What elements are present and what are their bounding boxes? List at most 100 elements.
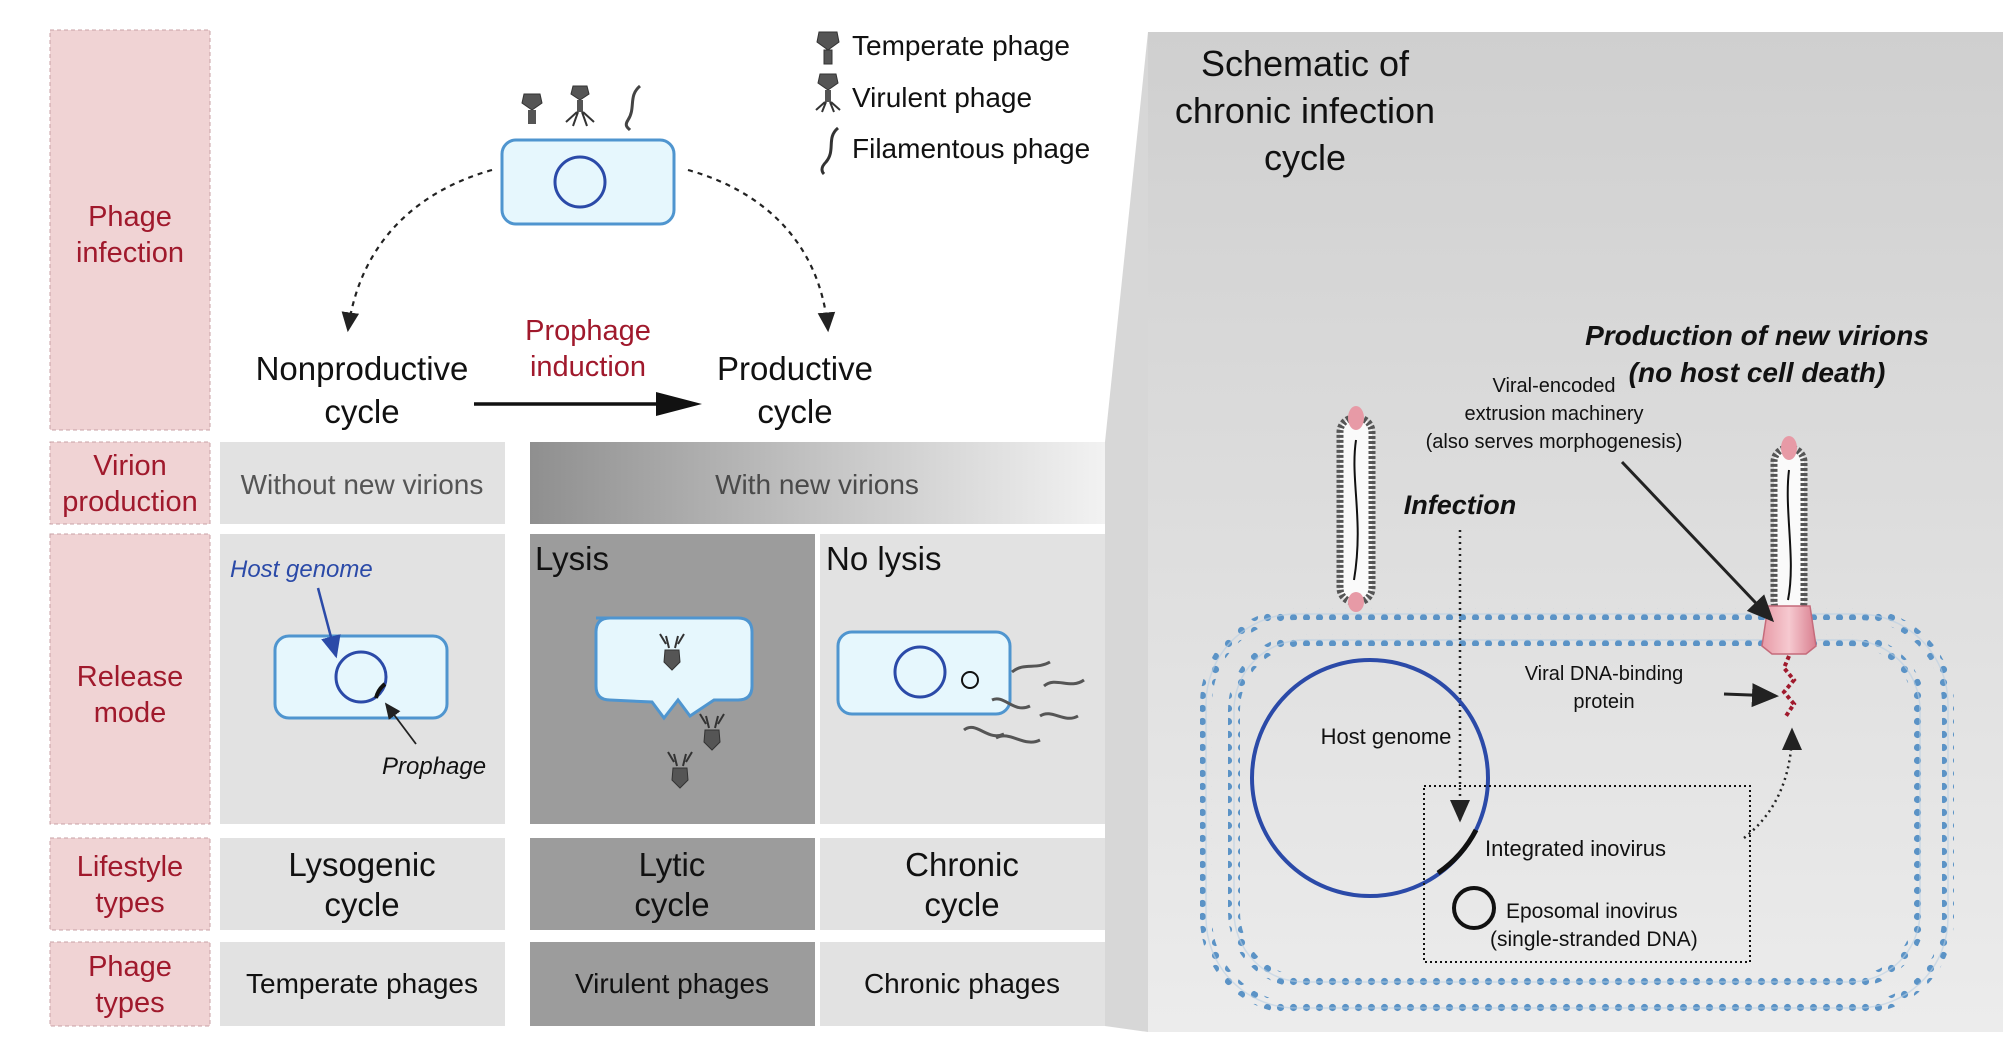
integrated-inovirus-segment xyxy=(1436,828,1479,876)
nonproductive-cycle-label: cycle xyxy=(324,393,399,430)
filamentous-phage-icon xyxy=(820,126,840,176)
row-label-text: Virion xyxy=(93,450,167,482)
schematic-title: chronic infection xyxy=(1175,90,1435,131)
infection-label: Infection xyxy=(1404,490,1517,520)
chronic-cell xyxy=(836,630,1012,716)
extruding-filamentous-phage xyxy=(1761,436,1817,718)
chronic-phages-label: Chronic phages xyxy=(864,968,1060,999)
with-virions-label: With new virions xyxy=(715,469,919,500)
infected-cell xyxy=(500,84,676,226)
schematic-title: cycle xyxy=(1264,137,1346,178)
row-label-text: Phage xyxy=(88,951,172,983)
row-label-text: production xyxy=(62,486,197,518)
host-genome-circle xyxy=(334,650,388,704)
episomal-inovirus-circle xyxy=(1452,886,1496,930)
dna-binding-label: protein xyxy=(1573,691,1634,713)
legend: Temperate phage Virulent phage Filamento… xyxy=(815,30,1090,176)
row-label-text: Lifestyle xyxy=(77,851,183,883)
row-label-text: Phage xyxy=(88,201,172,233)
row-label-lifestyle-types: Lifestyle types xyxy=(49,837,211,931)
filamentous-phage-cluster xyxy=(963,660,1085,744)
row-label-text: types xyxy=(95,887,164,919)
with-virions-cell xyxy=(530,442,1105,524)
lysogenic-label: cycle xyxy=(324,886,399,923)
induction-label: Prophage xyxy=(525,315,651,347)
lytic-lifestyle-cell xyxy=(530,838,815,930)
schematic-panel xyxy=(1148,32,2003,1032)
machinery-label: Viral-encoded xyxy=(1492,375,1615,397)
temperate-phage-icon xyxy=(816,31,840,65)
machinery-label: extrusion machinery xyxy=(1465,403,1644,425)
episomal-inovirus-label: (single-stranded DNA) xyxy=(1490,928,1698,951)
production-label: (no host cell death) xyxy=(1629,357,1886,388)
cell-envelope xyxy=(1200,608,1954,1014)
induction-arrow xyxy=(474,392,702,416)
virulent-phage-icon xyxy=(815,73,841,113)
dna-binding-pointer xyxy=(1723,683,1779,708)
host-genome-pointer xyxy=(316,587,341,659)
temperate-phages-cell xyxy=(220,942,505,1026)
zoom-wedge xyxy=(1105,32,1148,1032)
dna-binding-protein-chain xyxy=(1781,655,1797,718)
productive-cycle-label: cycle xyxy=(757,393,832,430)
chronic-lifestyle-cell xyxy=(820,838,1105,930)
machinery-label: (also serves morphogenesis) xyxy=(1426,431,1683,453)
prophage-label: Prophage xyxy=(382,753,486,780)
row-label-virion-production: Virion production xyxy=(49,441,211,525)
filamentous-phage-icon xyxy=(624,84,642,132)
temperate-phages-label: Temperate phages xyxy=(246,968,478,999)
lysis-label: Lysis xyxy=(535,540,609,577)
host-genome-circle xyxy=(893,645,947,699)
virulent-phages-label: Virulent phages xyxy=(575,968,769,999)
schematic-title: Schematic of xyxy=(1201,43,1410,84)
row-label-phage-infection: Phage infection xyxy=(49,29,211,431)
machinery-pointer xyxy=(1620,460,1775,623)
row-label-text: infection xyxy=(76,237,184,269)
row-label-text: Release xyxy=(77,661,183,693)
legend-temperate: Temperate phage xyxy=(852,30,1070,61)
host-genome-label: Host genome xyxy=(1321,724,1452,749)
productive-cycle-label: Productive xyxy=(717,350,873,387)
virulent-phage-icon xyxy=(699,713,725,751)
row-label-release-mode: Release mode xyxy=(49,533,211,825)
host-genome-circle xyxy=(553,155,607,209)
host-genome-label: Host genome xyxy=(230,556,373,583)
extrusion-pore xyxy=(1761,605,1817,655)
chronic-label: Chronic xyxy=(905,846,1019,883)
temperate-phage-icon xyxy=(521,93,543,124)
lysogenic-cell xyxy=(273,634,449,720)
without-virions-cell xyxy=(220,442,505,524)
induction-label: induction xyxy=(530,351,646,383)
chronic-phages-cell xyxy=(820,942,1105,1026)
episomal-inovirus-label: Eposomal inovirus xyxy=(1506,900,1678,923)
no-lysis-label: No lysis xyxy=(826,540,942,577)
arrow-to-nonproductive xyxy=(341,168,493,333)
lytic-label: cycle xyxy=(634,886,709,923)
virulent-phage-icon xyxy=(659,633,685,671)
row-label-phage-types: Phage types xyxy=(49,941,211,1027)
legend-virulent: Virulent phage xyxy=(852,82,1032,113)
row-label-text: types xyxy=(95,987,164,1019)
legend-filamentous: Filamentous phage xyxy=(852,133,1090,164)
export-pointer xyxy=(1743,727,1802,839)
bacterial-cell xyxy=(500,138,676,226)
chronic-label: cycle xyxy=(924,886,999,923)
production-label: Production of new virions xyxy=(1585,320,1929,351)
lysogenic-label: Lysogenic xyxy=(288,846,435,883)
integrated-inovirus-label: Integrated inovirus xyxy=(1485,836,1666,861)
host-genome-circle xyxy=(1250,658,1490,898)
virulent-phage-icon xyxy=(667,751,693,789)
dna-binding-label: Viral DNA-binding xyxy=(1525,663,1684,685)
nonproductive-cycle-label: Nonproductive xyxy=(256,350,469,387)
virulent-phage-icon xyxy=(565,85,595,127)
inovirus-detail-box xyxy=(1423,785,1751,963)
row-label-text: mode xyxy=(94,697,167,729)
episomal-inovirus-circle xyxy=(961,671,979,689)
infecting-filamentous-phage xyxy=(1336,406,1376,612)
lytic-label: Lytic xyxy=(639,846,706,883)
prophage-segment xyxy=(374,682,387,699)
virulent-phages-cell xyxy=(530,942,815,1026)
arrow-to-productive xyxy=(687,168,836,333)
